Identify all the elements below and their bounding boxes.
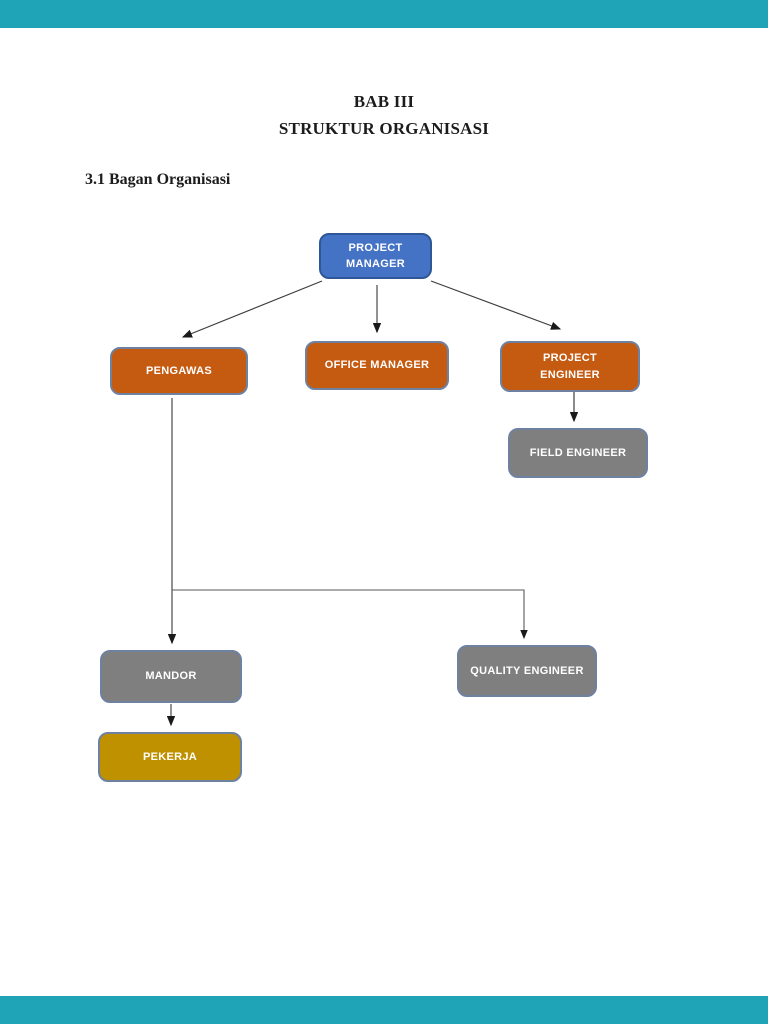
- org-node-office-manager: OFFICE MANAGER: [305, 341, 449, 390]
- section-heading: 3.1 Bagan Organisasi: [85, 171, 231, 188]
- viewer-top-bar: [0, 0, 768, 28]
- org-node-pekerja: PEKERJA: [98, 732, 242, 782]
- org-node-project-engineer: PROJECT ENGINEER: [500, 341, 640, 392]
- page-title: STRUKTUR ORGANISASI: [278, 119, 490, 138]
- edge-pm-pengawas: [181, 280, 323, 338]
- org-node-field-engineer: FIELD ENGINEER: [508, 428, 648, 478]
- chapter-heading: BAB III: [353, 92, 415, 111]
- edge-pengawas-quality-engineer: [172, 589, 528, 640]
- org-node-quality-engineer: QUALITY ENGINEER: [457, 645, 597, 697]
- edge-pm-project-engineer: [430, 280, 562, 330]
- org-node-pengawas: PENGAWAS: [110, 347, 248, 395]
- org-node-mandor: MANDOR: [100, 650, 242, 703]
- org-node-project-manager: PROJECT MANAGER: [319, 233, 432, 279]
- viewer-bottom-bar: [0, 996, 768, 1024]
